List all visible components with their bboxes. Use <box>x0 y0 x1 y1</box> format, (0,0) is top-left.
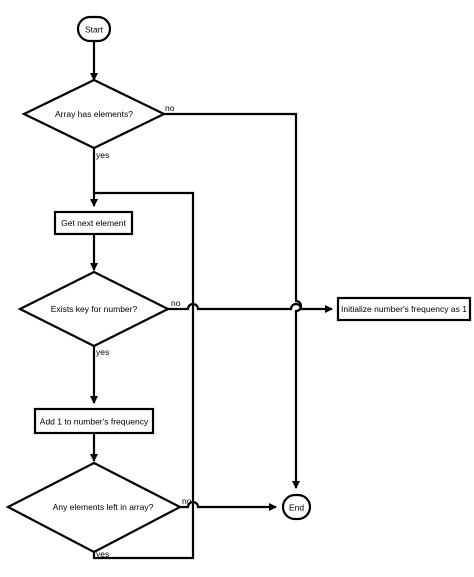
label-any-left-no: no <box>182 496 192 506</box>
node-array-has-elements: Array has elements? <box>21 78 167 150</box>
node-start-label: Start <box>85 25 104 35</box>
node-start: Start <box>76 15 112 43</box>
node-any-left-label: Any elements left in array? <box>53 502 154 512</box>
label-array-yes: yes <box>96 150 109 160</box>
label-exists-yes: yes <box>96 347 109 357</box>
label-exists-no: no <box>171 298 181 308</box>
label-array-no: no <box>165 103 175 113</box>
edge-any-left-no-to-end <box>180 500 277 511</box>
node-end: End <box>281 493 312 521</box>
edge-array-no-to-end <box>164 112 303 489</box>
node-end-label: End <box>289 503 304 513</box>
edge-any-left-yes-loop <box>92 191 195 560</box>
label-any-left-yes: yes <box>96 549 109 559</box>
node-add-one-label: Add 1 to number's frequency <box>40 417 149 427</box>
node-get-next-element: Get next element <box>53 210 134 236</box>
node-array-has-elements-label: Array has elements? <box>55 109 133 119</box>
node-initialize-frequency: Initialize number's frequency as 1 <box>336 296 472 322</box>
node-initialize-frequency-label: Initialize number's frequency as 1 <box>341 304 467 314</box>
node-any-left: Any elements left in array? <box>5 461 183 554</box>
node-exists-key-label: Exists key for number? <box>51 304 138 314</box>
node-add-one: Add 1 to number's frequency <box>33 407 155 435</box>
node-get-next-element-label: Get next element <box>61 218 126 228</box>
node-exists-key: Exists key for number? <box>17 270 171 348</box>
edge-exists-no-to-initialize <box>168 302 333 313</box>
connectors <box>90 42 333 560</box>
